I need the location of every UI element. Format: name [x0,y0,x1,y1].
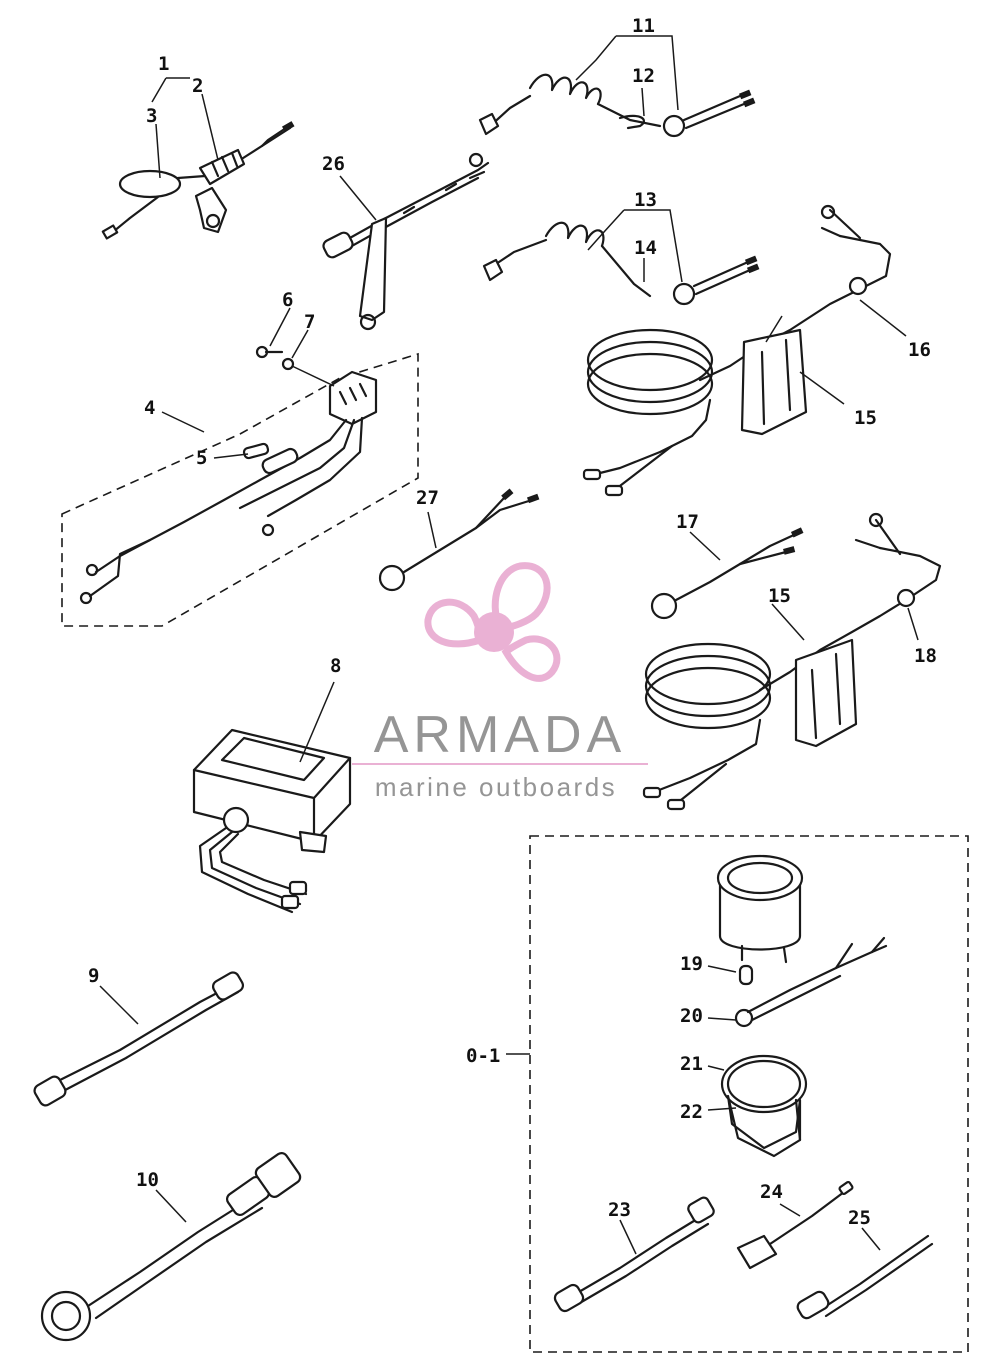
callout-11: 11 [632,15,655,37]
callout-8: 8 [330,655,341,677]
callout-4: 4 [144,397,155,419]
callout-7: 7 [304,311,315,333]
part-11-lanyard-switch [478,73,756,138]
callout-15-lower: 15 [768,585,791,607]
part-26-harness [322,152,490,331]
callout-13: 13 [634,189,657,211]
part-10-harness [40,1152,302,1342]
callout-23: 23 [608,1199,631,1221]
callout-1: 1 [158,53,169,75]
part-27-harness [378,488,540,592]
propeller-logo-icon [424,562,561,682]
callout-12: 12 [632,65,655,87]
callout-18: 18 [914,645,937,667]
watermark-brand: ARMADA [374,706,626,764]
callout-26: 26 [322,153,345,175]
watermark-tagline: marine outboards [375,772,617,802]
callout-3: 3 [146,105,157,127]
callout-17: 17 [676,511,699,533]
callout-15-upper: 15 [854,407,877,429]
callout-9: 9 [88,965,99,987]
callout-22: 22 [680,1101,703,1123]
part-15-16-harness [582,204,892,497]
callout-19: 19 [680,953,703,975]
callout-24: 24 [760,1181,783,1203]
callout-o-1: 0-1 [466,1045,500,1067]
watermark: ARMADA marine outboards [352,562,648,802]
part-17-harness [650,527,804,620]
callout-25: 25 [848,1207,871,1229]
part-9-cable [33,971,245,1107]
callout-16: 16 [908,339,931,361]
part-4-rectifier-kit [61,345,419,627]
callout-6: 6 [282,289,293,311]
callout-14: 14 [634,237,657,259]
callout-2: 2 [192,75,203,97]
callout-labels: 1 2 3 4 5 6 7 8 9 10 11 12 13 14 15 15 1… [88,15,937,1229]
callout-27: 27 [416,487,439,509]
callout-20: 20 [680,1005,703,1027]
part-8-module [192,728,352,914]
part-15-18-harness [642,512,942,811]
callout-21: 21 [680,1053,703,1075]
callout-10: 10 [136,1169,159,1191]
part-kill-switch-clip [101,121,295,240]
callout-5: 5 [196,447,207,469]
leader-lines [99,35,919,1255]
part-13-lanyard-switch [482,221,760,306]
part-o1-gauge-kit [529,835,969,1353]
